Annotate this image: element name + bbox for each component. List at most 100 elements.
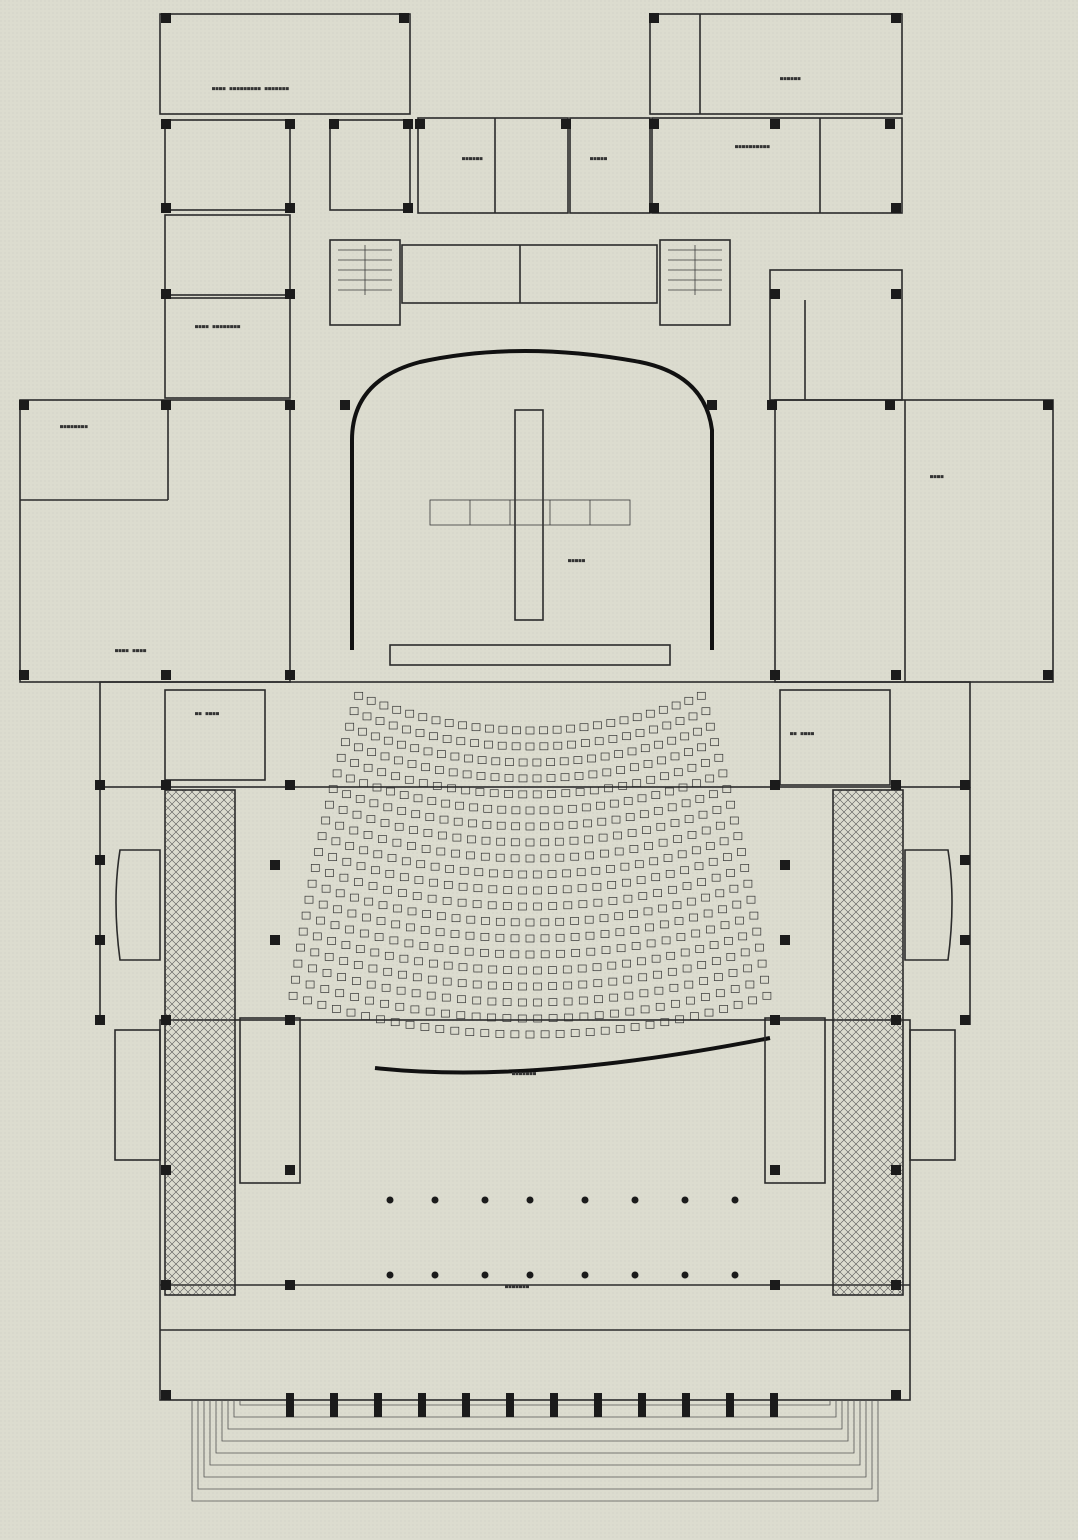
seat [697, 743, 706, 752]
seat [686, 897, 696, 906]
seat [425, 1007, 435, 1016]
seat [525, 854, 535, 863]
seat [577, 964, 587, 973]
seat [634, 860, 644, 869]
seat [380, 819, 390, 827]
seat [659, 920, 669, 929]
seat [548, 966, 557, 974]
seat [392, 838, 402, 847]
seat [684, 748, 693, 756]
seat [720, 921, 730, 930]
seat [487, 1013, 496, 1022]
seat [497, 805, 507, 814]
seat [567, 804, 577, 813]
column [415, 119, 425, 129]
column [885, 119, 895, 129]
step [227, 1400, 843, 1430]
seat [599, 914, 609, 923]
column [95, 1015, 105, 1025]
seat [585, 931, 595, 940]
seat [317, 832, 327, 841]
seat [640, 1005, 650, 1014]
stage: ■■■■■ [350, 349, 714, 666]
seat [749, 911, 759, 920]
column [891, 670, 901, 680]
seat [464, 947, 474, 956]
seat [473, 884, 483, 893]
seat [540, 822, 549, 831]
seat [427, 894, 437, 903]
foyer-column [386, 1271, 394, 1279]
seat [540, 918, 550, 927]
column [161, 289, 171, 299]
seat [310, 864, 320, 872]
seat [429, 732, 438, 741]
seat [322, 969, 332, 977]
seat [358, 727, 367, 736]
seat [554, 821, 564, 830]
seat [651, 791, 661, 799]
seat [564, 1013, 573, 1022]
seat [483, 804, 493, 813]
seat [587, 754, 596, 763]
column [403, 119, 413, 129]
seat [444, 719, 454, 727]
seat [503, 870, 513, 878]
seat [421, 845, 431, 853]
seat [484, 740, 493, 749]
seat [327, 937, 336, 945]
seat [568, 820, 578, 829]
seat [730, 985, 740, 993]
seat [689, 913, 698, 922]
foyer-column [731, 1271, 739, 1279]
seat [383, 803, 393, 812]
seat [320, 985, 330, 993]
seat [511, 742, 521, 751]
seat [402, 725, 411, 734]
seat [718, 769, 728, 778]
seat [411, 810, 421, 819]
column [285, 203, 295, 213]
seat [666, 951, 676, 960]
seat [374, 933, 384, 941]
seat [636, 876, 646, 884]
seat [610, 1009, 619, 1018]
seat [321, 816, 331, 825]
seat [435, 928, 445, 937]
column [891, 13, 901, 23]
seat [429, 959, 438, 968]
step [191, 1400, 879, 1502]
seat [682, 882, 692, 890]
seat [489, 869, 498, 878]
seat [341, 941, 351, 949]
seat [562, 965, 572, 974]
seat [407, 760, 417, 768]
seat [363, 831, 373, 839]
seat [600, 930, 610, 938]
seat [387, 854, 397, 862]
column [161, 1165, 171, 1175]
seat [426, 991, 436, 1000]
seat [370, 948, 380, 957]
seat [502, 1014, 512, 1022]
seat [540, 934, 550, 943]
seat [710, 738, 719, 747]
seat [532, 774, 542, 783]
seat [539, 806, 549, 815]
column [19, 670, 29, 680]
seat [569, 836, 579, 845]
seat [471, 723, 481, 732]
seat [711, 957, 721, 965]
outer-walls: ■■ ■■■■ ■■ ■■■■ ■■■■■■■ [99, 681, 971, 1401]
seat [656, 822, 666, 831]
seat [533, 966, 542, 975]
seat [608, 735, 618, 743]
seat [413, 794, 423, 803]
step [203, 1400, 867, 1478]
foyer-column [681, 1271, 689, 1279]
seat [465, 931, 475, 940]
seat [697, 878, 706, 886]
seat [624, 991, 634, 1000]
step [221, 1400, 849, 1442]
seat [578, 996, 588, 1005]
